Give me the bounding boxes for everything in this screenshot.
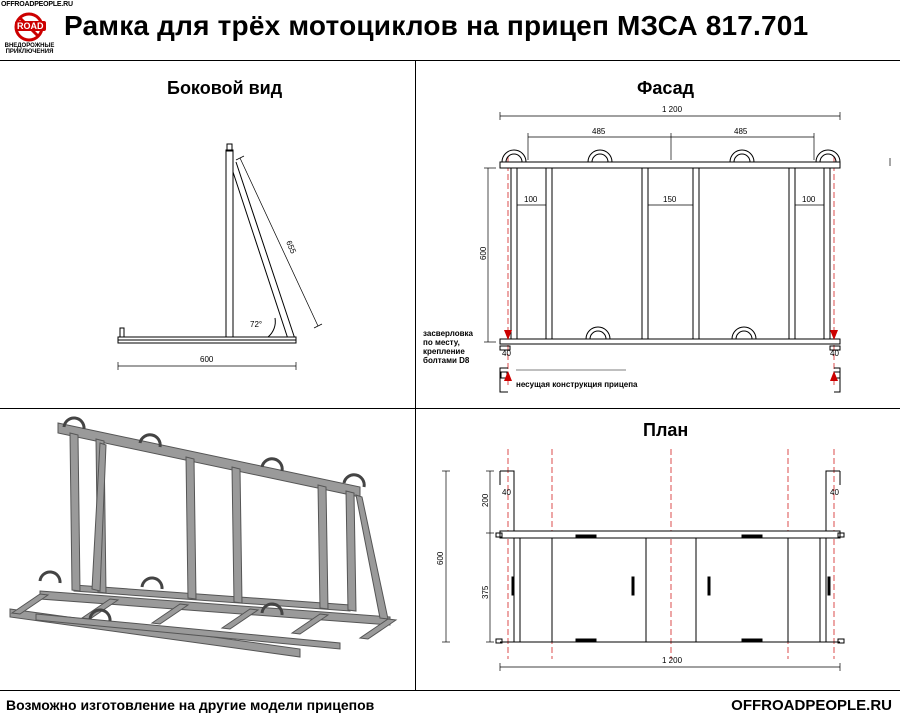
logo-subtitle: ВНЕДОРОЖНЫЕ ПРИКЛЮЧЕНИЯ [1, 43, 58, 55]
plan-offset-left-dim: 40 [502, 488, 511, 497]
front-height-dim: 600 [479, 246, 488, 260]
page-title: Рамка для трёх мотоциклов на прицеп МЗСА… [64, 10, 809, 41]
front-view-drawing: 1 200 485 485 100 150 100 600 40 40 засв… [423, 105, 891, 393]
plan-total-width-dim: 1 200 [662, 656, 683, 665]
footer-site-link[interactable]: OFFROADPEOPLE.RU [731, 697, 892, 714]
front-offset-left-dim: 40 [502, 349, 511, 358]
plan-offset-right-dim: 40 [830, 488, 839, 497]
plan-lower-dim: 375 [481, 585, 490, 599]
logo-word: ROAD [15, 21, 46, 31]
logo-site-text: OFFROADPEOPLE.RU [1, 1, 73, 8]
front-note-line3: крепление [423, 347, 465, 356]
trailer-structure-label: несущая конструкция прицепа [516, 380, 638, 389]
front-offset-right-dim: 40 [830, 349, 839, 358]
side-view-drawing: 655 72° 600 [117, 143, 323, 370]
side-view-title: Боковой вид [167, 78, 283, 98]
logo-subtitle-line2: ПРИКЛЮЧЕНИЯ [5, 49, 54, 55]
header-divider [0, 60, 900, 61]
logo-subtitle-line1: ВНЕДОРОЖНЫЕ [4, 43, 55, 49]
vertical-divider [415, 60, 416, 690]
plan-view-title: План [643, 420, 689, 440]
front-total-width-dim: 1 200 [662, 105, 683, 114]
horizontal-divider [0, 408, 900, 409]
front-span-left-dim: 485 [592, 127, 606, 136]
front-note-line2: по месту, [423, 338, 460, 347]
front-gap-right-dim: 100 [802, 195, 816, 204]
plan-depth-dim: 600 [436, 551, 445, 565]
front-gap-center-dim: 150 [663, 195, 677, 204]
plan-upper-dim: 200 [481, 493, 490, 507]
front-note-line4: болтами D8 [423, 356, 470, 365]
footer-note: Возможно изготовление на другие модели п… [6, 697, 375, 713]
footer-divider [0, 690, 900, 691]
front-span-right-dim: 485 [734, 127, 748, 136]
side-base-dim: 600 [200, 355, 214, 364]
front-view-title: Фасад [637, 78, 695, 98]
side-diagonal-dim: 655 [284, 239, 298, 255]
front-note-line1: засверловка [423, 329, 474, 338]
plan-view-drawing: 600 200 375 1 200 40 40 [436, 449, 845, 671]
front-gap-left-dim: 100 [524, 195, 538, 204]
logo: OFFROADPEOPLE.RU ROAD ВНЕДОРОЖНЫЕ ПРИКЛЮ… [1, 1, 73, 57]
isometric-view-drawing [9, 416, 398, 658]
side-angle-dim: 72° [250, 320, 262, 329]
